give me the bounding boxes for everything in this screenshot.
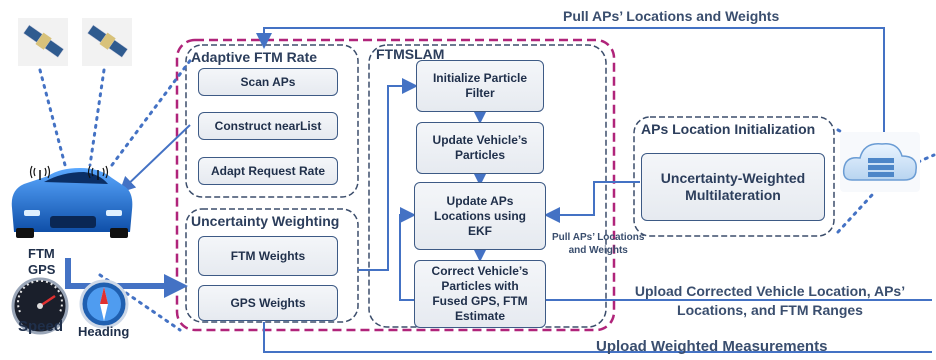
ftm-weights-label: FTM Weights — [230, 248, 306, 263]
update-particles-box: Update Vehicle’s Particles — [416, 122, 544, 174]
ftm-sensor-label: FTM — [28, 246, 55, 261]
heading-sensor-label: Heading — [78, 324, 130, 339]
gps-weights-box: GPS Weights — [198, 285, 338, 321]
ftmslam-title: FTMSLAM — [376, 46, 445, 62]
upload-weighted-label: Upload Weighted Measurements — [596, 338, 828, 355]
upload-corrected-label: Upload Corrected Vehicle Location, APs’ … — [634, 283, 906, 318]
adapt-request-rate-label: Adapt Request Rate — [210, 163, 326, 178]
rate-to-car-arrow — [119, 124, 191, 193]
update-aps-label: Update APs Locations using EKF — [433, 193, 526, 238]
car-to-system-link — [110, 56, 194, 167]
speed-sensor-label: Speed — [18, 318, 64, 335]
side-pull-aps-label: Pull APs’ Locations and Weights — [552, 232, 645, 256]
adapt-request-rate-box: Adapt Request Rate — [198, 157, 338, 185]
satellite-link-1 — [38, 68, 67, 167]
update-aps-box: Update APs Locations using EKF — [414, 182, 546, 250]
uncertainty-weighting-title: Uncertainty Weighting — [191, 213, 340, 229]
aps-init-title: APs Location Initialization — [641, 121, 816, 137]
satellite-icon — [82, 18, 132, 66]
satellite-link-2 — [88, 68, 106, 167]
sensors-to-weighting-arrow — [65, 258, 188, 298]
antenna-icon — [87, 165, 109, 180]
cloud-server-icon — [840, 132, 920, 192]
init-to-update-arrow — [544, 181, 640, 223]
cloud-edge-link — [916, 153, 936, 164]
satellite-icon — [18, 18, 68, 66]
gps-sensor-label: GPS — [28, 262, 56, 277]
aps-init-group — [633, 116, 835, 237]
scan-aps-label: Scan APs — [240, 74, 296, 89]
car-icon — [11, 168, 133, 238]
construct-nearlist-label: Construct nearList — [214, 118, 322, 133]
antenna-icon — [29, 165, 51, 180]
compass-icon — [79, 279, 129, 329]
init-particle-filter-label: Initialize Particle Filter — [432, 71, 528, 100]
init-particle-filter-box: Initialize Particle Filter — [416, 60, 544, 112]
multilateration-label: Uncertainty-Weighted Multilateration — [660, 169, 806, 204]
upload-weighted-arrow — [263, 322, 932, 353]
gps-weights-label: GPS Weights — [230, 295, 306, 310]
update-particles-label: Update Vehicle’s Particles — [432, 133, 528, 162]
cloud-to-init-link-bottom — [836, 193, 874, 234]
system-boundary — [175, 38, 616, 332]
pull-aps-label: Pull APs’ Locations and Weights — [563, 8, 780, 24]
adaptive-ftm-title: Adaptive FTM Rate — [191, 49, 318, 65]
adaptive-ftm-group — [185, 44, 359, 198]
speedometer-icon — [11, 277, 69, 335]
pull-aps-arrow — [256, 27, 885, 132]
correct-to-update-arrow — [399, 207, 416, 301]
construct-nearlist-box: Construct nearList — [198, 112, 338, 140]
multilateration-box: Uncertainty-Weighted Multilateration — [641, 153, 825, 221]
ftm-weights-box: FTM Weights — [198, 236, 338, 276]
scan-aps-box: Scan APs — [198, 68, 338, 96]
correct-particles-box: Correct Vehicle’s Particles with Fused G… — [414, 260, 546, 328]
correct-particles-label: Correct Vehicle’s Particles with Fused G… — [431, 264, 529, 323]
weights-to-ftmslam-arrow — [358, 78, 418, 271]
